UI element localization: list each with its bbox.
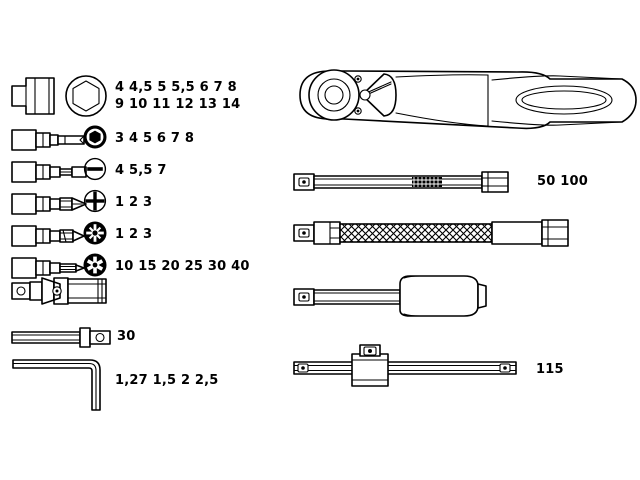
hex-socket-sizes-line1: 4 4,5 5 5,5 6 7 8	[115, 80, 237, 95]
hex-socket-drawing	[10, 72, 110, 120]
short-extension-size: 30	[117, 329, 136, 344]
torx-drive-icon	[83, 253, 107, 277]
hex-bit-socket-drawing	[10, 124, 110, 154]
extension-bar-drawing	[292, 168, 528, 196]
hex-drive-icon	[83, 125, 107, 149]
hex-bit-sizes: 3 4 5 6 7 8	[115, 131, 195, 146]
torx-bit-sizes: 10 15 20 25 30 40	[115, 259, 250, 274]
torx-bit-socket-drawing	[10, 252, 110, 282]
phillips-bit-sizes: 1 2 3	[115, 195, 153, 210]
hex-socket-sizes-line2: 9 10 11 12 13 14	[115, 97, 241, 112]
slotted-bit-sizes: 4 5,5 7	[115, 163, 167, 178]
hex-socket-sizes: 4 4,5 5 5,5 6 7 8 9 10 11 12 13 14	[115, 79, 240, 113]
hex-key-drawing	[10, 356, 120, 412]
slotted-drive-icon	[83, 157, 107, 181]
pozidriv-drive-icon	[83, 221, 107, 245]
flexible-extension-drawing	[292, 216, 582, 250]
hex-key-sizes: 1,27 1,5 2 2,5	[115, 373, 219, 388]
sliding-t-bar-drawing	[292, 344, 534, 392]
universal-joint-drawing	[10, 270, 130, 312]
phillips-bit-socket-drawing	[10, 188, 110, 218]
short-extension-drawing	[10, 322, 130, 352]
pozidriv-bit-sizes: 1 2 3	[115, 227, 153, 242]
extension-bar-sizes: 50 100	[537, 174, 588, 189]
screwdriver-handle-drawing	[292, 272, 582, 320]
sliding-t-bar-size: 115	[536, 362, 564, 377]
slotted-bit-socket-drawing	[10, 156, 110, 186]
pozidriv-bit-socket-drawing	[10, 220, 110, 250]
phillips-drive-icon	[83, 189, 107, 213]
ratchet-handle-drawing	[292, 66, 637, 148]
